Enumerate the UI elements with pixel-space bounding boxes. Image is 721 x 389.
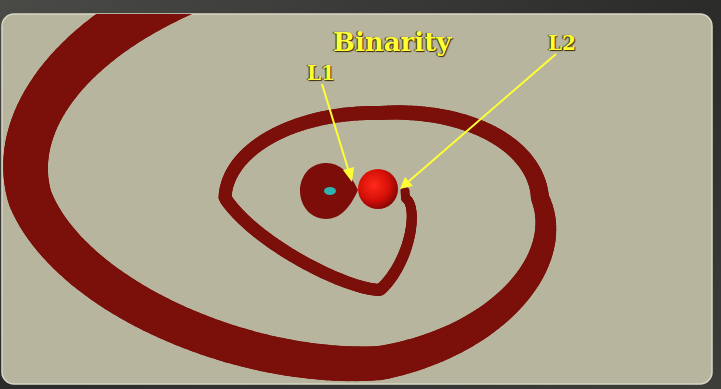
donor-star <box>358 169 398 209</box>
lagrange-point-label: L2 <box>548 33 576 53</box>
arrowhead <box>343 167 354 182</box>
leader-line <box>322 84 349 172</box>
leader-line <box>408 54 556 182</box>
panel <box>2 14 712 384</box>
roche-lobe <box>300 163 358 219</box>
spiral-outflow <box>26 14 546 364</box>
title: Binarity <box>333 29 451 55</box>
arrowhead <box>400 177 413 189</box>
lagrange-point-label: L1 <box>307 63 335 83</box>
accretor <box>324 187 336 195</box>
